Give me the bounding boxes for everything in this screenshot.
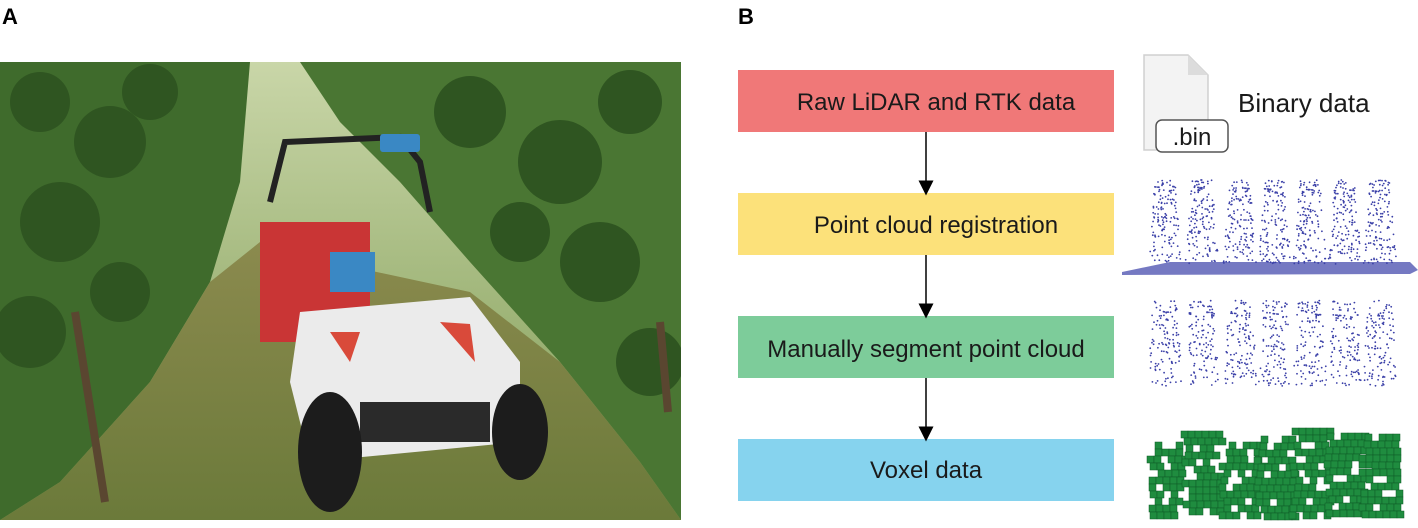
step-label: Raw LiDAR and RTK data bbox=[797, 89, 1076, 116]
step-box-bg bbox=[738, 439, 1114, 501]
step-box-bg bbox=[738, 70, 1114, 132]
foliage-spots bbox=[0, 64, 681, 396]
step-box-bg bbox=[738, 193, 1114, 255]
panel-label-b: B bbox=[738, 4, 754, 29]
registered-point-cloud bbox=[1122, 179, 1418, 275]
voxel-trees bbox=[1146, 427, 1405, 521]
orchard-vehicle-photo bbox=[0, 62, 681, 520]
binary-data-label: Binary data bbox=[1238, 88, 1370, 118]
step-registration: Point cloud registration bbox=[738, 193, 1114, 255]
file-icon: .bin bbox=[1143, 54, 1229, 153]
processing-flowchart: Raw LiDAR and RTK data Point cloud regis… bbox=[738, 54, 1418, 521]
step-raw-data: Raw LiDAR and RTK data bbox=[738, 70, 1114, 132]
step-segmentation: Manually segment point cloud bbox=[738, 316, 1114, 378]
panel-label-a: A bbox=[2, 4, 18, 29]
step-label: Manually segment point cloud bbox=[767, 336, 1085, 363]
segmented-point-cloud bbox=[1149, 299, 1397, 387]
vehicle bbox=[260, 133, 548, 512]
step-box-bg bbox=[738, 316, 1114, 378]
step-label: Point cloud registration bbox=[814, 212, 1058, 239]
trunks bbox=[71, 311, 672, 503]
step-label: Voxel data bbox=[870, 457, 983, 484]
file-icon-label: .bin bbox=[1173, 124, 1212, 151]
step-voxel: Voxel data bbox=[738, 439, 1114, 501]
